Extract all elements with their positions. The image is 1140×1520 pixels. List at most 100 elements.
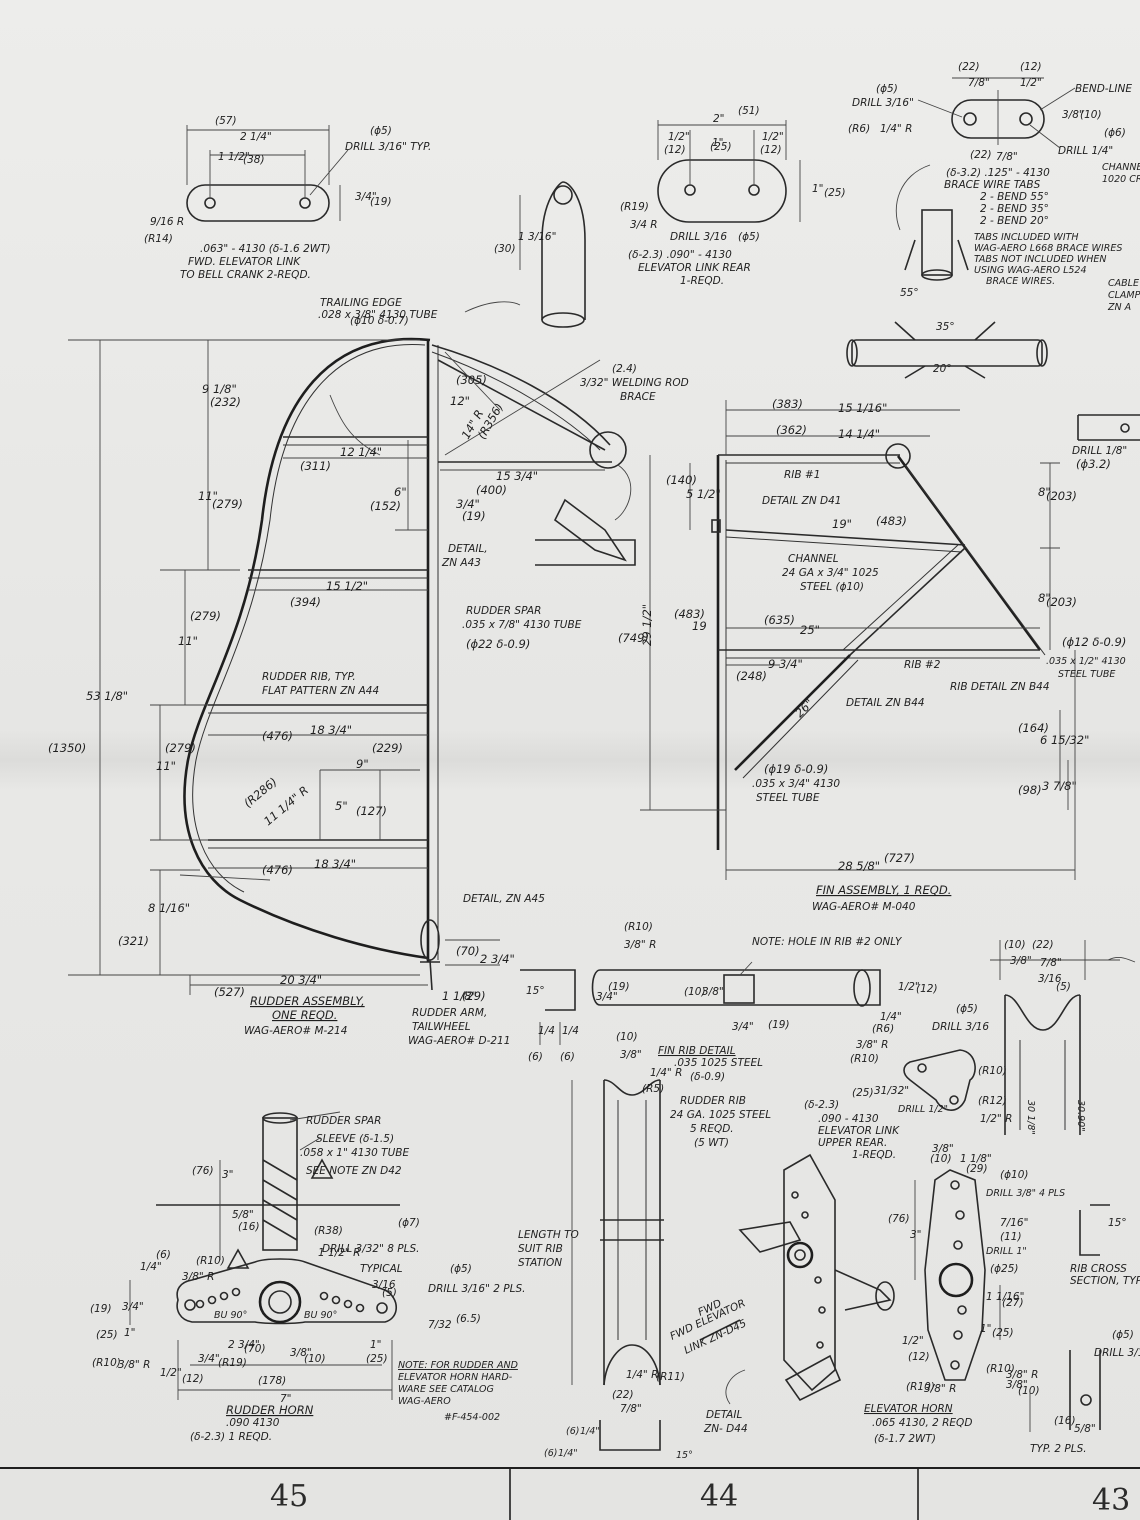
svg-text:35°: 35° xyxy=(936,321,955,333)
svg-text:(16): (16) xyxy=(1054,1415,1076,1427)
svg-text:(R19): (R19) xyxy=(218,1357,247,1369)
svg-text:(400): (400) xyxy=(476,483,507,497)
svg-text:9 1/8": 9 1/8" xyxy=(202,382,237,396)
svg-text:15 3/4": 15 3/4" xyxy=(496,469,538,483)
svg-text:5": 5" xyxy=(335,799,348,813)
svg-text:31/32": 31/32" xyxy=(874,1085,909,1097)
svg-text:(29): (29) xyxy=(966,1163,988,1175)
svg-text:1/4" R: 1/4" R xyxy=(880,123,912,135)
svg-text:RIB DETAIL ZN B44: RIB DETAIL ZN B44 xyxy=(950,681,1050,693)
rudder-dim-labels: 9 1/8" (232) 11" (279) 11" (279) 11" (27… xyxy=(48,373,538,1003)
svg-text:(25): (25) xyxy=(366,1353,388,1365)
svg-text:(12): (12) xyxy=(664,144,686,156)
svg-text:1 1/16": 1 1/16" xyxy=(986,1291,1024,1303)
svg-text:(476): (476) xyxy=(262,729,293,743)
svg-text:5 1/2": 5 1/2" xyxy=(686,487,721,501)
svg-text:1-REQD.: 1-REQD. xyxy=(852,1149,896,1161)
trailing-edge-label: TRAILING EDGE xyxy=(320,297,402,309)
svg-text:RIB CROSS: RIB CROSS xyxy=(1070,1263,1127,1275)
rudder-assembly: (ϕ10 δ-0.7) TRAILING EDGE .028 x 3/8" 41… xyxy=(48,297,627,1047)
svg-text:3/8": 3/8" xyxy=(932,1143,954,1155)
svg-text:19": 19" xyxy=(832,517,852,531)
svg-text:(19): (19) xyxy=(608,981,630,993)
svg-text:(2.4): (2.4) xyxy=(612,363,637,375)
svg-text:8 1/16": 8 1/16" xyxy=(148,901,190,915)
svg-text:1/2": 1/2" xyxy=(160,1367,182,1379)
svg-text:18 3/4": 18 3/4" xyxy=(310,723,352,737)
rudder-spar-tube: .035 x 7/8" 4130 TUBE xyxy=(462,619,582,631)
svg-text:(12): (12) xyxy=(1020,61,1042,73)
svg-text:DRILL 1/2": DRILL 1/2" xyxy=(898,1104,948,1115)
svg-text:(29): (29) xyxy=(462,989,486,1003)
svg-text:STATION: STATION xyxy=(518,1257,562,1269)
tailwheel-part: WAG-AERO# D-211 xyxy=(408,1035,510,1047)
svg-text:ZN- D44: ZN- D44 xyxy=(703,1423,748,1435)
svg-text:(R12): (R12) xyxy=(978,1095,1007,1107)
svg-text:7/32: 7/32 xyxy=(428,1319,452,1331)
svg-text:(30): (30) xyxy=(494,243,516,255)
svg-text:DRILL 1": DRILL 1" xyxy=(986,1246,1027,1257)
svg-text:(ϕ5): (ϕ5) xyxy=(738,231,760,243)
rib-detail-note: NOTE: HOLE IN RIB #2 ONLY (R10) 3/8" R (… xyxy=(520,921,938,1063)
svg-text:(R38): (R38) xyxy=(314,1225,343,1237)
svg-text:(ϕ5): (ϕ5) xyxy=(370,125,392,137)
svg-text:STEEL (ϕ10): STEEL (ϕ10) xyxy=(800,581,864,593)
svg-text:UPPER REAR.: UPPER REAR. xyxy=(818,1137,887,1149)
svg-text:7/16": 7/16" xyxy=(1000,1217,1028,1229)
svg-text:3/8" R: 3/8" R xyxy=(856,1039,888,1051)
rudder-horn-title: RUDDER HORN xyxy=(226,1403,314,1417)
page-border: 45 44 43 xyxy=(0,1467,1140,1520)
svg-text:.035 1025 STEEL: .035 1025 STEEL xyxy=(674,1057,763,1069)
svg-text:(10): (10) xyxy=(930,1153,952,1165)
rudder-horn-dims: (76) 3" (R38) 1 1/2" R (ϕ7) (ϕ5) (6.5) 7… xyxy=(90,1165,481,1405)
svg-text:(22): (22) xyxy=(970,149,992,161)
svg-text:3/4": 3/4" xyxy=(732,1021,754,1033)
svg-text:1/2" R: 1/2" R xyxy=(980,1113,1012,1125)
svg-text:1 1/2": 1 1/2" xyxy=(218,151,250,163)
svg-text:25": 25" xyxy=(800,623,820,637)
svg-text:DRILL 1/8": DRILL 1/8" xyxy=(1072,445,1127,457)
svg-text:(70): (70) xyxy=(456,944,480,958)
svg-text:14 1/4": 14 1/4" xyxy=(838,427,880,441)
svg-text:(27): (27) xyxy=(1002,1297,1024,1309)
svg-text:55°: 55° xyxy=(900,287,919,299)
svg-text:(38): (38) xyxy=(243,154,265,166)
svg-text:26": 26" xyxy=(792,696,816,720)
svg-text:1/2": 1/2" xyxy=(668,131,690,143)
svg-text:(25): (25) xyxy=(992,1327,1014,1339)
svg-text:(22): (22) xyxy=(958,61,980,73)
svg-text:(19): (19) xyxy=(768,1019,790,1031)
svg-text:STEEL TUBE: STEEL TUBE xyxy=(756,792,820,804)
svg-text:3/8": 3/8" xyxy=(702,986,724,998)
svg-text:RIB #2: RIB #2 xyxy=(904,659,941,671)
svg-text:(R6): (R6) xyxy=(848,123,870,135)
svg-text:(279): (279) xyxy=(165,741,196,755)
svg-text:1": 1" xyxy=(370,1339,382,1351)
svg-text:(279): (279) xyxy=(212,497,243,511)
svg-text:(R10): (R10) xyxy=(986,1363,1015,1375)
svg-text:WARE SEE CATALOG: WARE SEE CATALOG xyxy=(398,1384,494,1395)
svg-text:(321): (321) xyxy=(118,934,149,948)
svg-text:3/8" R: 3/8" R xyxy=(182,1271,214,1283)
svg-text:9/16 R: 9/16 R xyxy=(150,216,184,228)
svg-text:(6.5): (6.5) xyxy=(456,1313,481,1325)
page-number-45: 45 xyxy=(270,1479,308,1514)
fwd-link-qty: TO BELL CRANK 2-REQD. xyxy=(180,269,311,281)
svg-text:.035 x 3/4" 4130: .035 x 3/4" 4130 xyxy=(752,778,840,790)
svg-text:ZN A: ZN A xyxy=(1107,302,1131,313)
svg-text:5/8": 5/8" xyxy=(1074,1423,1096,1435)
svg-text:(11): (11) xyxy=(1000,1231,1022,1243)
svg-text:6": 6" xyxy=(394,485,407,499)
svg-text:15 1/16": 15 1/16" xyxy=(838,401,887,415)
svg-text:(R10): (R10) xyxy=(978,1065,1007,1077)
svg-text:2 - BEND 35°: 2 - BEND 35° xyxy=(980,203,1049,215)
svg-text:DRILL 3/16: DRILL 3/16 xyxy=(670,231,727,243)
svg-text:(6): (6) xyxy=(528,1051,543,1063)
fwd-elevator-link: (57) 2 1/4" 1 1/2" (38) 3/4" (19) 9/16 R… xyxy=(144,115,431,281)
svg-text:18 3/4": 18 3/4" xyxy=(314,857,356,871)
svg-text:(229): (229) xyxy=(372,741,403,755)
rudder-assembly-part: WAG-AERO# M-214 xyxy=(244,1025,347,1037)
svg-text:1 1/8": 1 1/8" xyxy=(442,989,477,1003)
svg-text:(ϕ12 δ-0.9): (ϕ12 δ-0.9) xyxy=(1062,635,1126,649)
svg-text:ELEVATOR LINK: ELEVATOR LINK xyxy=(818,1125,900,1137)
